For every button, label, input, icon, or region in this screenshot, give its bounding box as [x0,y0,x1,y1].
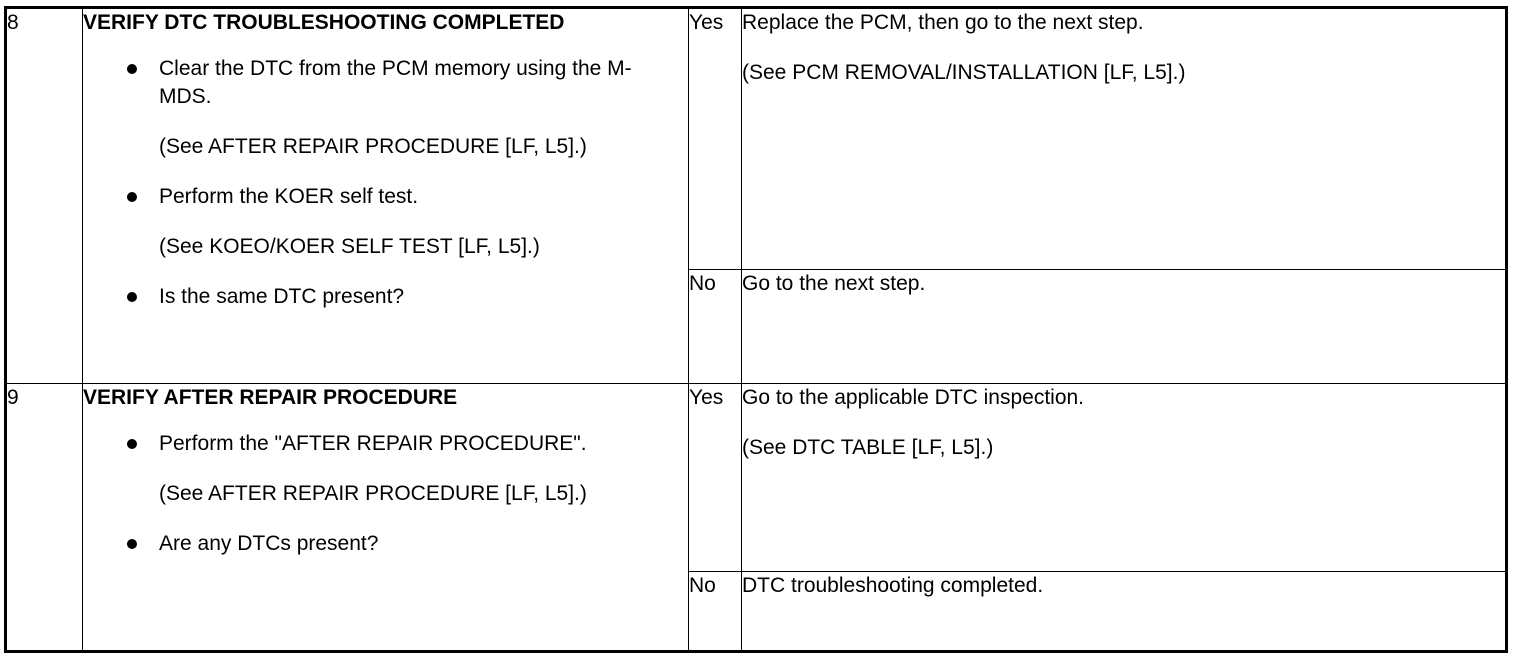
action-no: Go to the next step. [741,269,1507,384]
inspection-cell: VERIFY DTC TROUBLESHOOTING COMPLETED Cle… [82,7,689,384]
answer-label: Yes [689,386,724,409]
inspection-list: Perform the "AFTER REPAIR PROCEDURE". (S… [83,430,688,558]
step-row-8-yes: 8 VERIFY DTC TROUBLESHOOTING COMPLETED C… [5,7,1507,384]
inspection-reference: (See AFTER REPAIR PROCEDURE [LF, L5].) [159,482,587,505]
action-no: DTC troubleshooting completed. [741,571,1507,652]
inspection-list: Clear the DTC from the PCM memory using … [83,55,688,311]
action-text: DTC troubleshooting completed. [742,574,1044,597]
answer-label: No [689,574,716,597]
inspection-item: Is the same DTC present? [83,283,688,311]
inspection-text: Perform the "AFTER REPAIR PROCEDURE". [159,432,587,455]
inspection-reference: (See AFTER REPAIR PROCEDURE [LF, L5].) [159,135,587,158]
inspection-cell: VERIFY AFTER REPAIR PROCEDURE Perform th… [82,383,689,652]
bullet-icon [127,64,137,74]
step-number: 8 [5,7,83,384]
action-yes: Replace the PCM, then go to the next ste… [741,7,1507,270]
inspection-item: Perform the KOER self test. (See KOEO/KO… [83,183,688,261]
bullet-icon [127,292,137,302]
answer-yes: Yes [688,7,742,270]
inspection-reference: (See KOEO/KOER SELF TEST [LF, L5].) [159,235,540,258]
bullet-icon [127,539,137,549]
step-row-8-no: No Go to the next step. [6,269,1507,384]
diagnostic-procedure-table: 8 VERIFY DTC TROUBLESHOOTING COMPLETED C… [4,6,1508,653]
action-reference: (See PCM REMOVAL/INSTALLATION [LF, L5].) [742,61,1186,84]
step-number: 9 [5,383,83,652]
bullet-icon [127,192,137,202]
inspection-item: Are any DTCs present? [83,530,688,558]
action-text: Go to the next step. [742,272,926,295]
bullet-icon [127,439,137,449]
answer-no: No [688,571,742,652]
inspection-text: Clear the DTC from the PCM memory using … [159,57,632,108]
answer-yes: Yes [688,383,742,572]
answer-label: Yes [689,11,724,34]
action-text: Replace the PCM, then go to the next ste… [742,11,1144,34]
action-reference: (See DTC TABLE [LF, L5].) [742,436,994,459]
step-row-9-no: No DTC troubleshooting completed. [6,571,1507,652]
answer-no: No [688,269,742,384]
step-number-text: 8 [7,11,19,34]
answer-label: No [689,272,716,295]
step-title: VERIFY DTC TROUBLESHOOTING COMPLETED [83,11,565,34]
inspection-text: Perform the KOER self test. [159,185,419,208]
inspection-text: Are any DTCs present? [159,532,379,555]
step-title: VERIFY AFTER REPAIR PROCEDURE [83,386,458,409]
action-text: Go to the applicable DTC inspection. [742,386,1085,409]
step-row-9-yes: 9 VERIFY AFTER REPAIR PROCEDURE Perform … [5,383,1507,652]
inspection-item: Perform the "AFTER REPAIR PROCEDURE". (S… [83,430,688,508]
inspection-text: Is the same DTC present? [159,285,405,308]
action-yes: Go to the applicable DTC inspection. (Se… [741,383,1507,572]
inspection-item: Clear the DTC from the PCM memory using … [83,55,688,161]
step-number-text: 9 [7,386,19,409]
